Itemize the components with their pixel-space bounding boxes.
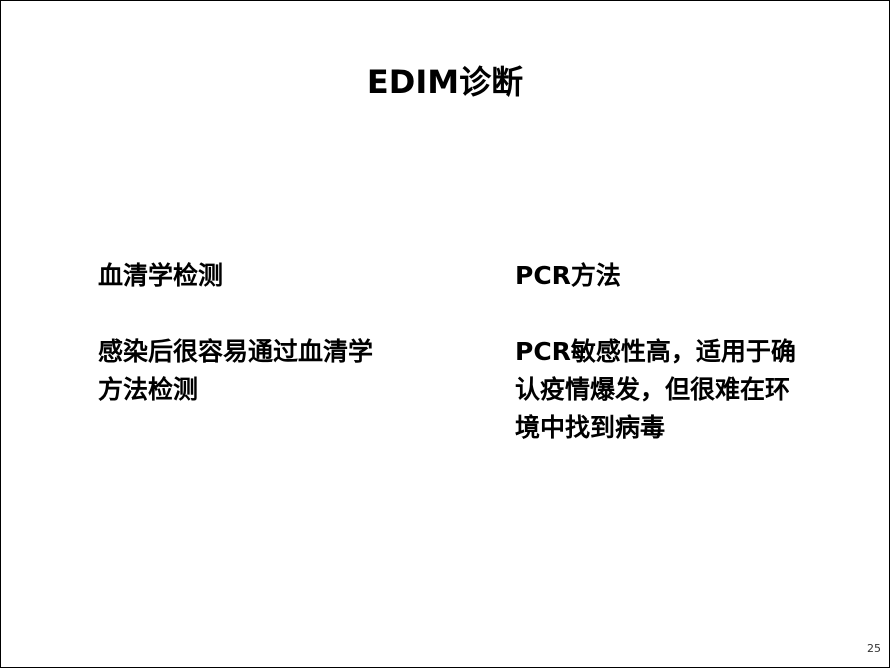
right-body: PCR敏感性高，适用于确 认疫情爆发，但很难在环 境中找到病毒 [515,333,845,447]
slide-title: EDIM诊断 [366,63,524,101]
right-body-line: 境中找到病毒 [515,413,666,442]
page-number: 25 [867,642,881,655]
right-body-line: PCR敏感性高，适用于确 [515,337,796,366]
right-body-line: 认疫情爆发，但很难在环 [515,375,791,404]
left-body: 感染后很容易通过血清学 方法检测 [98,333,428,409]
left-body-line: 感染后很容易通过血清学 [98,337,374,366]
right-heading: PCR方法 [515,261,621,290]
right-column: PCR方法 PCR敏感性高，适用于确 认疫情爆发，但很难在环 境中找到病毒 [515,257,845,447]
left-body-line: 方法检测 [98,375,199,404]
left-column: 血清学检测 感染后很容易通过血清学 方法检测 [98,257,428,409]
left-heading: 血清学检测 [98,261,224,290]
